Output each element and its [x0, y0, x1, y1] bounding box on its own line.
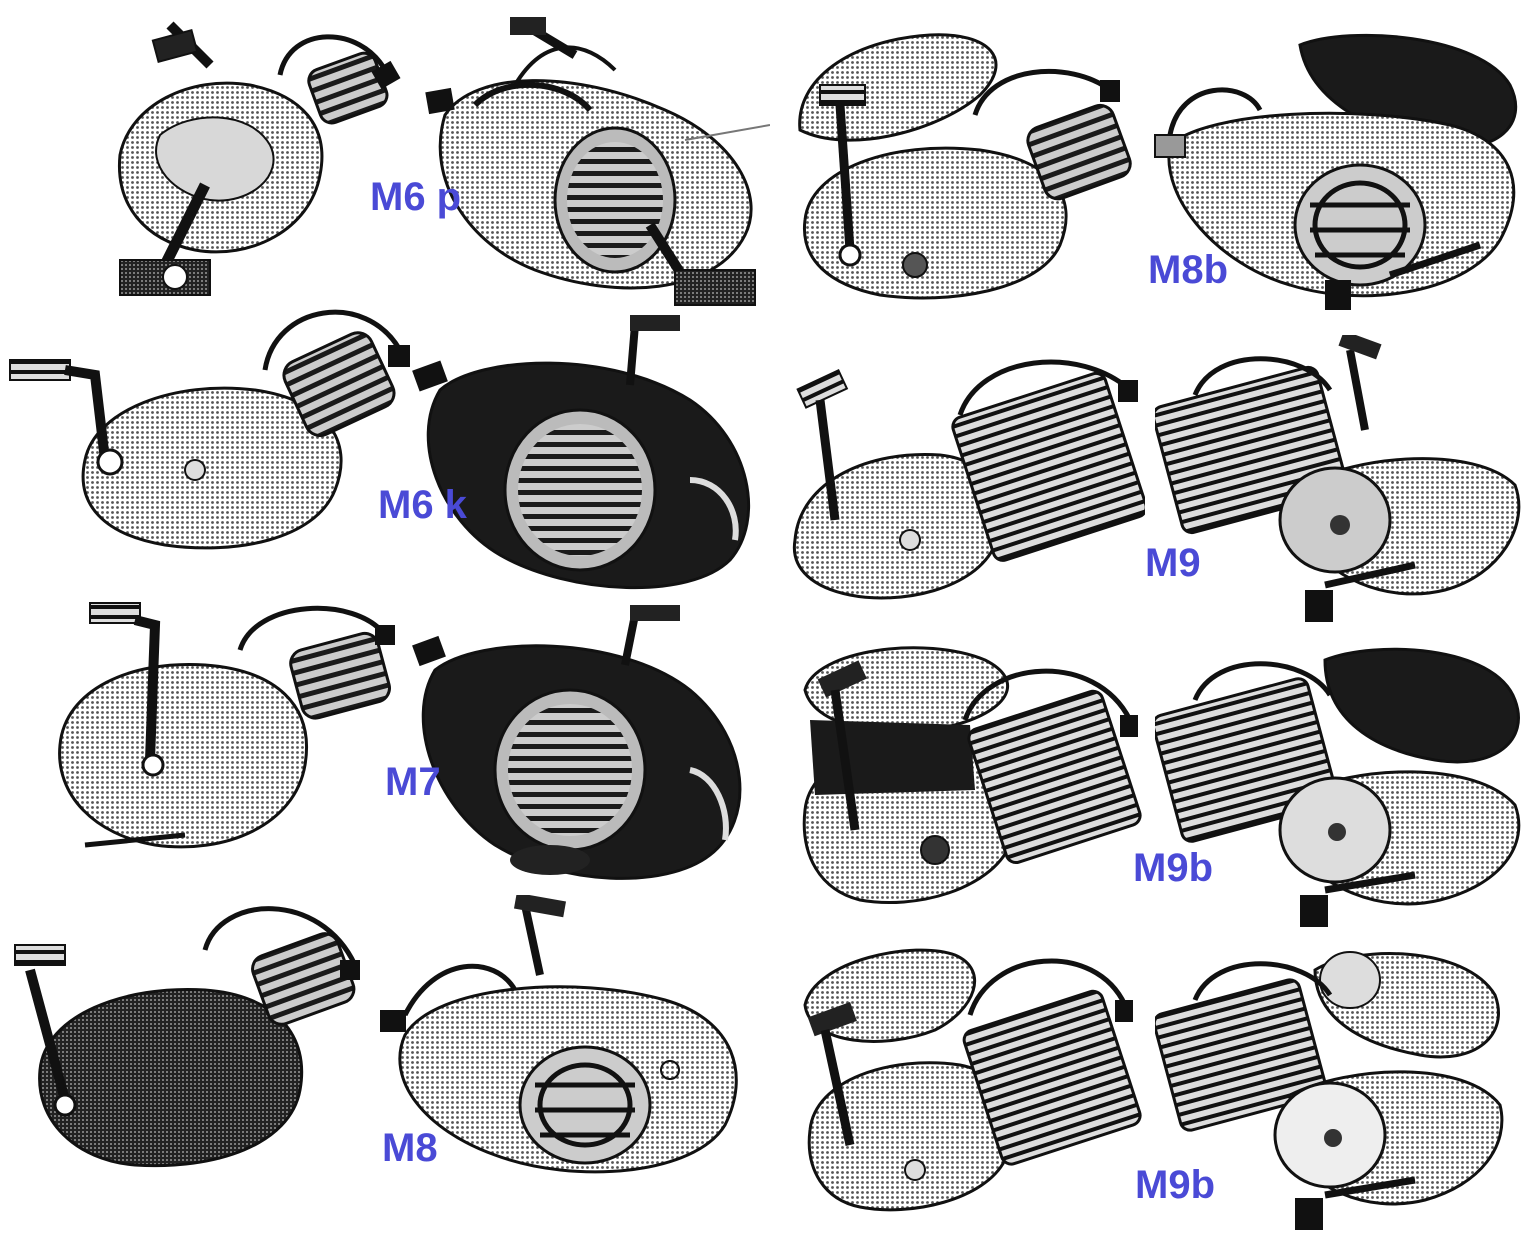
engine-m6p-covered-illustration [415, 15, 770, 315]
label-m9b-lower: M9b [1135, 1163, 1215, 1207]
engine-m6k-open-illustration [5, 290, 410, 560]
label-m8: M8 [382, 1126, 438, 1170]
label-m8b: M8b [1148, 248, 1228, 292]
label-m6k: M6 k [378, 483, 467, 527]
engine-m9b-lower-covered-illustration [1155, 940, 1510, 1235]
label-m6p: M6 p [370, 175, 462, 219]
label-m9b-upper: M9b [1133, 846, 1213, 890]
engine-m8b-covered-illustration [1150, 25, 1535, 320]
engine-m8-covered-illustration [375, 895, 755, 1190]
label-m7: M7 [385, 760, 441, 804]
engine-m8-open-illustration [5, 890, 365, 1180]
engine-m9b-upper-open-illustration [795, 630, 1145, 915]
engine-m6p-open-illustration [100, 15, 410, 305]
engine-m9-covered-illustration [1155, 335, 1530, 630]
engine-m7-open-illustration [45, 595, 400, 870]
engine-m9b-lower-open-illustration [795, 935, 1150, 1220]
engine-m9-open-illustration [790, 340, 1145, 605]
label-m9: M9 [1145, 541, 1201, 585]
engine-m6k-covered-illustration [410, 310, 760, 595]
engine-m8b-open-illustration [790, 20, 1140, 310]
engine-m9b-upper-covered-illustration [1155, 640, 1530, 935]
engine-m7-covered-illustration [410, 600, 755, 890]
